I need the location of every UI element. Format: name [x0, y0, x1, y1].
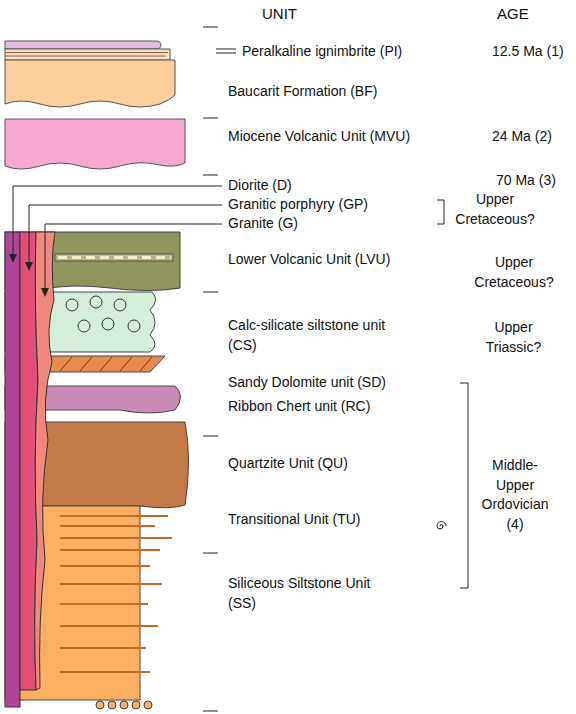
unit-label: 12.5 Ma (1) [492, 42, 576, 62]
granite-intrusion [35, 232, 55, 690]
volcanic-bed [5, 119, 185, 169]
pebble [108, 701, 116, 709]
interbed [60, 515, 168, 517]
layered-bed [5, 49, 170, 60]
arrow-head [25, 262, 33, 271]
pebble [120, 701, 128, 709]
unit-label: Granitic porphyry (GP) [228, 195, 428, 215]
arrow-head [41, 288, 49, 297]
unit-label: Miocene Volcanic Unit (MVU) [228, 127, 478, 147]
age-bracket [437, 200, 444, 224]
interbed [60, 625, 158, 627]
nodule [102, 318, 114, 330]
bed-line [5, 52, 168, 53]
diorite-intrusion [5, 232, 20, 707]
interbed [60, 537, 172, 539]
pebble [144, 701, 152, 709]
tick-mark [216, 49, 236, 50]
leader-line [29, 205, 222, 264]
unit-label: Siliceous Siltstone Unit (SS) [228, 574, 378, 613]
unit-label: Upper Cretaceous? [449, 190, 541, 229]
unit-label: Sandy Dolomite unit (SD) [228, 373, 468, 393]
unit-label: 24 Ma (2) [492, 127, 576, 147]
pebble [96, 701, 104, 709]
unit-label: Ribbon Chert unit (RC) [228, 397, 468, 417]
ignimbrite-bed [5, 41, 161, 49]
column-header: UNIT [262, 3, 332, 24]
baucarit-bed [5, 60, 175, 107]
interbeds [60, 516, 172, 672]
pebble [132, 701, 140, 709]
bed-line [5, 56, 166, 57]
conglomerate [96, 701, 152, 709]
tick-mark [203, 436, 218, 437]
tick-mark [203, 175, 218, 176]
nodule [66, 299, 78, 311]
interbed [60, 565, 150, 567]
interbed [60, 603, 148, 605]
interbed [60, 671, 150, 673]
fossil-symbol [437, 522, 446, 530]
nodule [90, 296, 102, 308]
unit-label: Lower Volcanic Unit (LVU) [228, 250, 458, 270]
tick-mark [203, 118, 218, 119]
unit-label: Diorite (D) [228, 176, 428, 196]
unit-label: Upper Triassic? [476, 318, 551, 357]
tick-mark [203, 553, 218, 554]
nodule [114, 299, 126, 311]
unit-label: Baucarit Formation (BF) [228, 82, 468, 102]
unit-label: Middle-Upper Ordovician (4) [477, 456, 553, 534]
arrow-head [9, 254, 17, 263]
unit-label: Granite (G) [228, 214, 428, 234]
nodule [128, 320, 140, 332]
dolomite-hatch [60, 357, 152, 371]
nodule [78, 320, 90, 332]
tick-mark [203, 27, 218, 28]
interbed [60, 549, 160, 551]
interbed [60, 647, 146, 649]
unit-label: Upper Cretaceous? [468, 253, 560, 292]
interbed [60, 583, 162, 585]
unit-label: 70 Ma (3) [496, 171, 576, 191]
leader-line [13, 186, 222, 256]
tuff-dashes [58, 256, 171, 259]
unit-label: Peralkaline ignimbrite (PI) [242, 42, 482, 62]
tuff-band [55, 254, 173, 261]
age-bracket [460, 383, 468, 588]
tick-mark [216, 53, 236, 54]
column-header: AGE [497, 3, 567, 24]
interbed [60, 525, 155, 527]
unit-label: Calc-silicate siltstone unit (CS) [228, 316, 388, 355]
tick-mark [203, 292, 218, 293]
unit-label: Transitional Unit (TU) [228, 510, 448, 530]
leader-line [45, 224, 222, 290]
tick-mark [203, 711, 218, 712]
unit-label: Quartzite Unit (QU) [228, 454, 468, 474]
